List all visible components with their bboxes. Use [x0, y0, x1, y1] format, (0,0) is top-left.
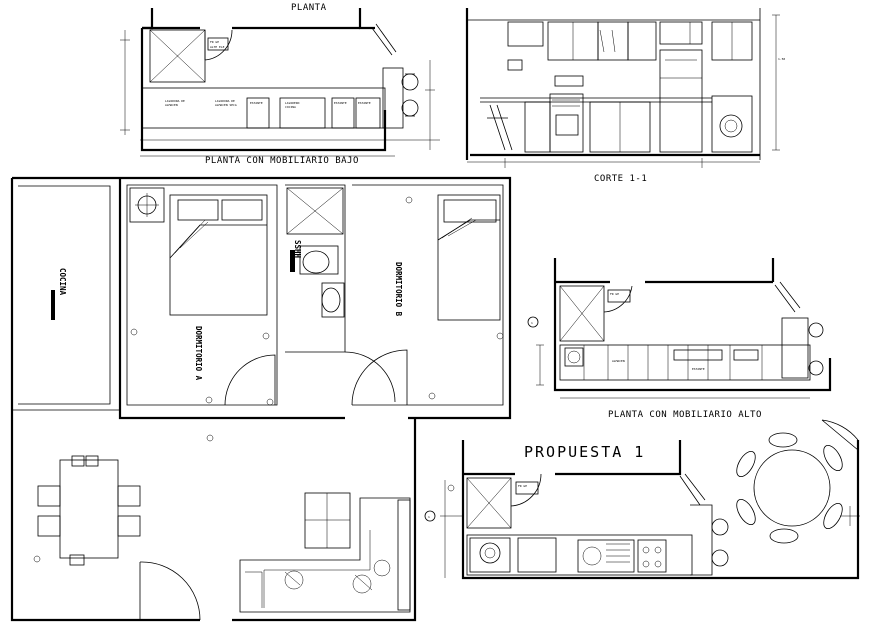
planta-alto-caption: PLANTA CON MOBILIARIO ALTO — [608, 410, 762, 420]
planta-bajo-drawing: PLANTA FR GE ALTE ELE LAVADORA DE ALMACE… — [120, 3, 440, 166]
corte-caption: CORTE 1-1 — [594, 174, 647, 184]
propuesta-drawing: PROPUESTA 1 FR GE — [424, 419, 860, 580]
svg-text:ESTANTE: ESTANTE — [358, 101, 371, 105]
svg-text:1: 1 — [531, 321, 533, 325]
svg-text:COCINA: COCINA — [285, 105, 296, 109]
kitchen-zone: COCINA — [18, 185, 111, 405]
planta-title: PLANTA — [291, 3, 327, 13]
dormitorio-a-label: DORMITORIO A — [194, 326, 203, 381]
propuesta-title: PROPUESTA 1 — [524, 443, 645, 461]
svg-text:LAVADERO: LAVADERO — [285, 101, 300, 105]
dormitorio-b: DORMITORIO B — [351, 184, 504, 406]
svg-text:FR GE: FR GE — [610, 292, 619, 296]
svg-text:ALMACEN: ALMACEN — [165, 103, 178, 107]
svg-text:ESTANTE: ESTANTE — [692, 367, 705, 371]
svg-text:ESTANTE: ESTANTE — [250, 101, 263, 105]
bathroom: SSHH — [285, 184, 396, 403]
sshh-label: SSHH — [293, 240, 302, 259]
cocina-label: COCINA — [58, 268, 67, 296]
planta-bajo-caption: PLANTA CON MOBILIARIO BAJO — [205, 156, 359, 166]
dormitorio-b-label: DORMITORIO B — [394, 262, 403, 317]
svg-text:ALMACEN: ALMACEN — [612, 359, 625, 363]
svg-text:FR GE: FR GE — [518, 484, 527, 488]
svg-text:FR GE: FR GE — [210, 40, 219, 44]
corte-drawing: 1.50 CORTE 1-1 — [465, 8, 785, 184]
svg-text:ALTE ELE: ALTE ELE — [210, 45, 225, 49]
svg-text:LAVADORA DE: LAVADORA DE — [165, 99, 185, 103]
svg-text:1.50: 1.50 — [778, 57, 785, 61]
living-dining — [33, 434, 411, 621]
svg-text:LAVADORA DE: LAVADORA DE — [215, 99, 235, 103]
counter-labels: LAVADORA DE ALMACEN LAVADORA DE ALMACEN … — [165, 99, 371, 109]
svg-text:ESTANTE: ESTANTE — [334, 101, 347, 105]
svg-text:ALMACEN SECA: ALMACEN SECA — [215, 103, 237, 107]
main-floor-plan: COCINA DORMITORIO A — [10, 176, 512, 622]
dormitorio-a: DORMITORIO A — [126, 184, 278, 406]
svg-text:1: 1 — [428, 515, 430, 519]
round-table — [736, 432, 843, 544]
planta-alto-drawing: FR GE ALMACEN ESTANTE 1 PLANTA CON MOBIL… — [527, 258, 832, 420]
